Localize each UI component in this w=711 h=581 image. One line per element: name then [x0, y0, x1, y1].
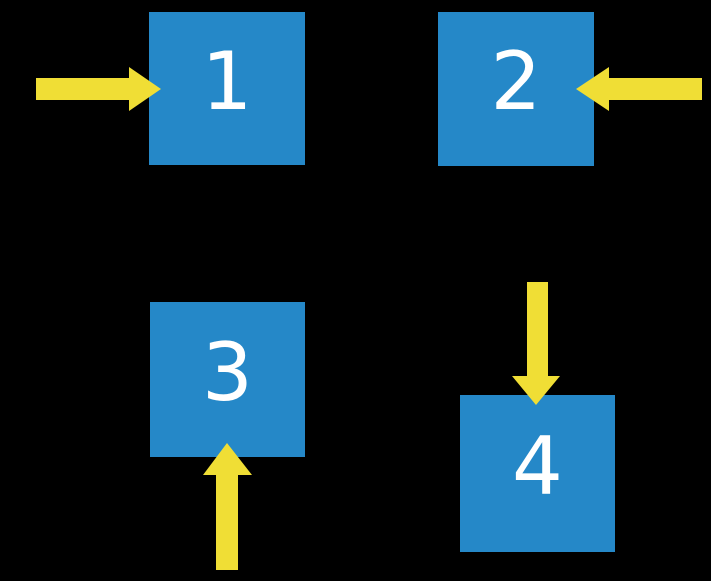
- arrow-up-icon: [203, 443, 252, 570]
- square-node-3[interactable]: 3: [150, 302, 305, 457]
- arrow-down-shape: [512, 282, 560, 405]
- arrow-right-icon: [36, 67, 161, 111]
- arrow-right-shape: [36, 67, 161, 111]
- arrow-left-shape: [576, 67, 702, 111]
- arrow-up-shape: [203, 443, 252, 570]
- square-2-label: 2: [490, 35, 542, 128]
- square-4-label: 4: [512, 419, 563, 513]
- square-1-label: 1: [201, 34, 253, 128]
- arrow-left-icon: [576, 67, 702, 111]
- square-3-label: 3: [202, 325, 253, 419]
- square-node-2[interactable]: 2: [438, 12, 594, 166]
- square-node-4[interactable]: 4: [460, 395, 615, 552]
- square-node-1[interactable]: 1: [149, 12, 305, 165]
- arrow-down-icon: [512, 282, 560, 405]
